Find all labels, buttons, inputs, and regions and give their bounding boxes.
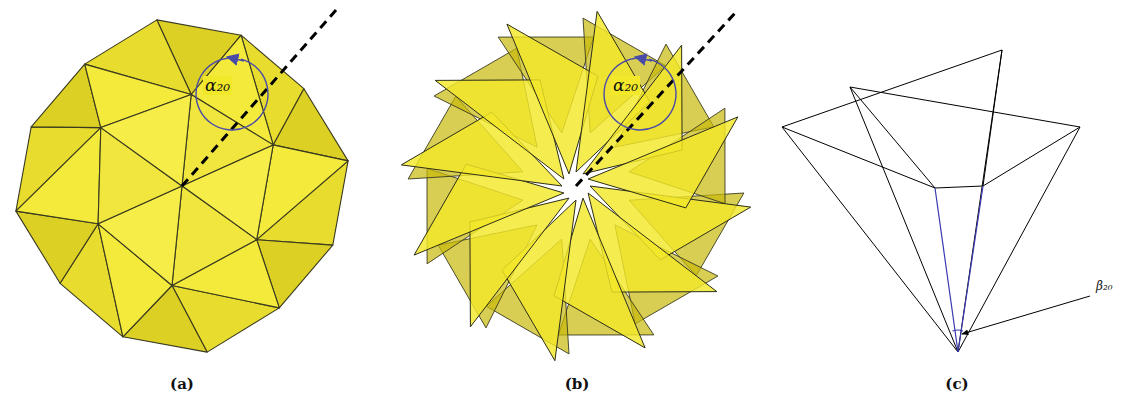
twisted-compound [401, 11, 750, 360]
panel-label: (a) [170, 376, 194, 393]
angle-label: α₂₀ [611, 76, 640, 95]
polyhedron-compound [16, 10, 348, 352]
panel-label: (c) [945, 376, 968, 393]
panel-label: (b) [565, 376, 590, 393]
angle-label: α₂₀ [203, 76, 232, 95]
line-figure [782, 50, 1090, 352]
angle-label: β₂₀ [1094, 280, 1115, 293]
